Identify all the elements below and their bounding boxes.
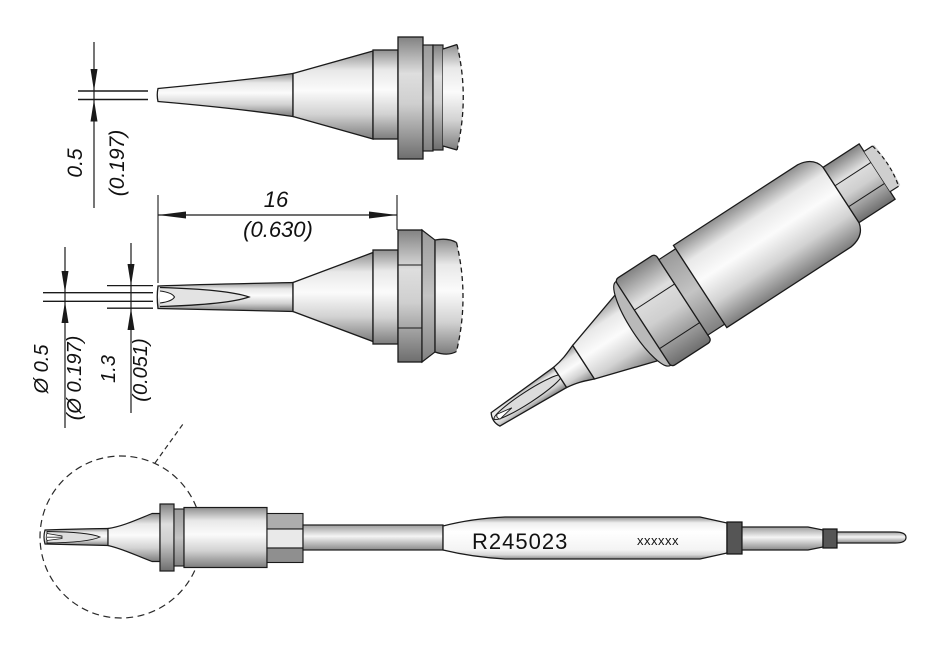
end-cap-3d-fill — [864, 144, 901, 192]
ring-groove — [422, 44, 434, 152]
chisel-face-curve — [159, 286, 251, 308]
blade-face — [46, 531, 102, 544]
dimension-value-inch: (0.197) — [106, 130, 129, 197]
break-line-dashed-arc — [455, 242, 464, 352]
rear-body-fill — [443, 44, 464, 150]
chamfer-band — [421, 228, 436, 364]
dimension-value-mm: 16 — [264, 187, 289, 212]
arrowhead-down — [90, 69, 98, 91]
dimension-tip-diameter: Ø 0.5 (Ø 0.197) — [31, 247, 86, 428]
chisel-face-notch — [159, 290, 176, 304]
dimension-value-inch: (Ø 0.197) — [64, 336, 86, 420]
heater-body — [183, 506, 268, 569]
rear-body-edges — [442, 43, 458, 151]
serial-placeholder-label: xxxxxx — [637, 533, 679, 548]
dimension-value-mm: Ø 0.5 — [31, 344, 53, 395]
blade-notch-3d — [496, 407, 513, 420]
hex-face-middle — [266, 528, 304, 549]
nut-facet-3d-top — [634, 283, 675, 311]
hex-face-top — [266, 512, 304, 530]
arrowhead-down — [127, 264, 135, 286]
dark-band-1 — [726, 521, 743, 555]
hex-nut — [397, 229, 423, 363]
second-ring — [432, 44, 444, 151]
arrowhead-up — [90, 99, 98, 122]
rear-dome-fill — [435, 239, 463, 355]
part-number-label: R245023 — [472, 529, 568, 554]
dark-band-2 — [822, 528, 838, 549]
flange-ring — [397, 36, 424, 160]
neck-cylinder — [372, 249, 399, 345]
nut-facet-3d-bottom — [659, 322, 700, 350]
dimension-value-inch: (0.051) — [130, 338, 152, 401]
dimension-blade-width: 1.3 (0.051) — [98, 243, 152, 413]
hex-face-bottom — [266, 547, 304, 564]
break-line-dashed-arc — [456, 44, 464, 151]
dimension-tip-thickness: 0.5 (0.197) — [64, 42, 129, 208]
end-cap-break-arc-3d — [872, 145, 900, 187]
rear-shaft — [741, 526, 824, 551]
arrowhead-up — [127, 308, 135, 330]
dimension-value-mm: 1.3 — [98, 355, 120, 383]
arrowhead-down — [61, 271, 69, 293]
tip-cone — [292, 251, 374, 343]
dimension-tip-length: 16 (0.630) — [157, 187, 398, 283]
dimension-value-inch: (0.630) — [243, 217, 313, 242]
arrowhead-up — [61, 301, 69, 323]
side-view — [78, 36, 464, 160]
arrowhead-right — [369, 211, 397, 219]
rear-dome-edges — [434, 238, 457, 355]
connector-pin — [836, 531, 907, 544]
dimension-value-mm: 0.5 — [64, 148, 87, 178]
hex-section — [266, 512, 304, 564]
end-cap-3d-edges — [863, 145, 899, 193]
front-view — [43, 228, 464, 364]
hex-facet-3d-top — [834, 161, 872, 187]
tip-cone-rear — [292, 50, 374, 140]
neck-cylinder — [372, 49, 399, 140]
flange-ring — [159, 503, 175, 572]
collar-ring — [173, 508, 185, 567]
isometric-view — [490, 142, 901, 427]
cone — [107, 512, 161, 563]
detail-leader-line — [154, 423, 184, 464]
tip-cone-front — [156, 72, 294, 118]
arrowhead-left — [158, 211, 186, 219]
full-cartridge-view: R245023 xxxxxx — [39, 423, 907, 619]
hex-facet-3d-bottom — [848, 182, 886, 208]
shaft — [302, 524, 444, 551]
